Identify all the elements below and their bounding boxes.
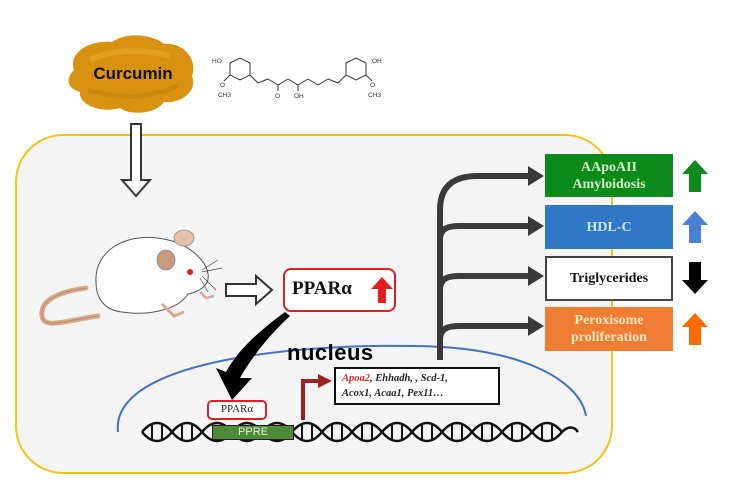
target-genes-line-1: Apoa2, Ehhadh, , Scd-1, <box>342 371 492 386</box>
curcumin-label: Curcumin <box>93 64 173 83</box>
ppre-element: PPRE <box>212 425 294 440</box>
structure-label: O <box>220 82 225 89</box>
branch-arrowhead-icon <box>528 216 544 236</box>
branch-arrowhead-icon <box>528 316 544 336</box>
outcome-hdl-c: HDL-C <box>545 205 673 249</box>
dna-rungs <box>151 423 553 441</box>
black-curved-arrow-icon <box>216 312 290 400</box>
structure-label: HO <box>212 58 222 65</box>
ppara-up-arrow-icon <box>371 277 393 303</box>
branch-arrowhead-icon <box>528 266 544 286</box>
outcome-label: proliferation <box>571 330 647 345</box>
outcome-label: Triglycerides <box>569 271 649 286</box>
triglycerides-down-arrow-icon <box>682 262 708 294</box>
outcome-label: Peroxisome <box>574 313 644 328</box>
target-genes-box: Apoa2, Ehhadh, , Scd-1, Acox1, Acaa1, Pe… <box>334 367 500 405</box>
hollow-down-arrow-icon <box>119 123 153 198</box>
hdl-up-arrow-icon <box>682 211 708 243</box>
structure-label: O <box>370 82 375 89</box>
outcome-label: AApoAII <box>580 159 637 175</box>
structure-label: OH <box>372 58 382 65</box>
nucleus-label: nucleus <box>287 340 374 365</box>
nucleus-membrane <box>116 344 587 433</box>
gene-apoa2: Apoa2 <box>342 373 371 384</box>
outcome-triglycerides: Triglycerides <box>545 256 673 301</box>
transcription-arrow-icon <box>301 379 320 420</box>
branch-arrowhead-icon <box>528 166 544 186</box>
ppara-label: PPARα <box>292 278 352 299</box>
curcumin-chemical-structure: HO O CH3 O OH OH O CH3 <box>212 57 382 100</box>
target-genes-line-2: Acox1, Acaa1, Pex11… <box>342 388 444 399</box>
structure-label: CH3 <box>368 92 381 99</box>
outcome-label: Amyloidosis <box>572 176 646 192</box>
aapoaii-up-arrow-icon <box>682 160 708 192</box>
outcome-label: HDL-C <box>586 219 632 235</box>
curcumin-powder-image <box>68 35 194 113</box>
structure-label: CH3 <box>218 92 231 99</box>
mouse-illustration <box>39 229 223 326</box>
structure-label: O <box>275 93 280 100</box>
dna-helix <box>141 421 580 443</box>
structure-label: OH <box>294 93 304 100</box>
outcome-peroxisome-proliferation: Peroxisome proliferation <box>545 307 673 351</box>
ppara-box <box>283 268 396 312</box>
bound-ppara-label: PPARα <box>207 400 267 420</box>
gene-list-text: , Ehhadh, , Scd-1, <box>370 373 448 384</box>
branch-arrows <box>437 173 530 360</box>
peroxisome-up-arrow-icon <box>682 313 708 345</box>
hollow-right-arrow-icon <box>225 273 274 307</box>
